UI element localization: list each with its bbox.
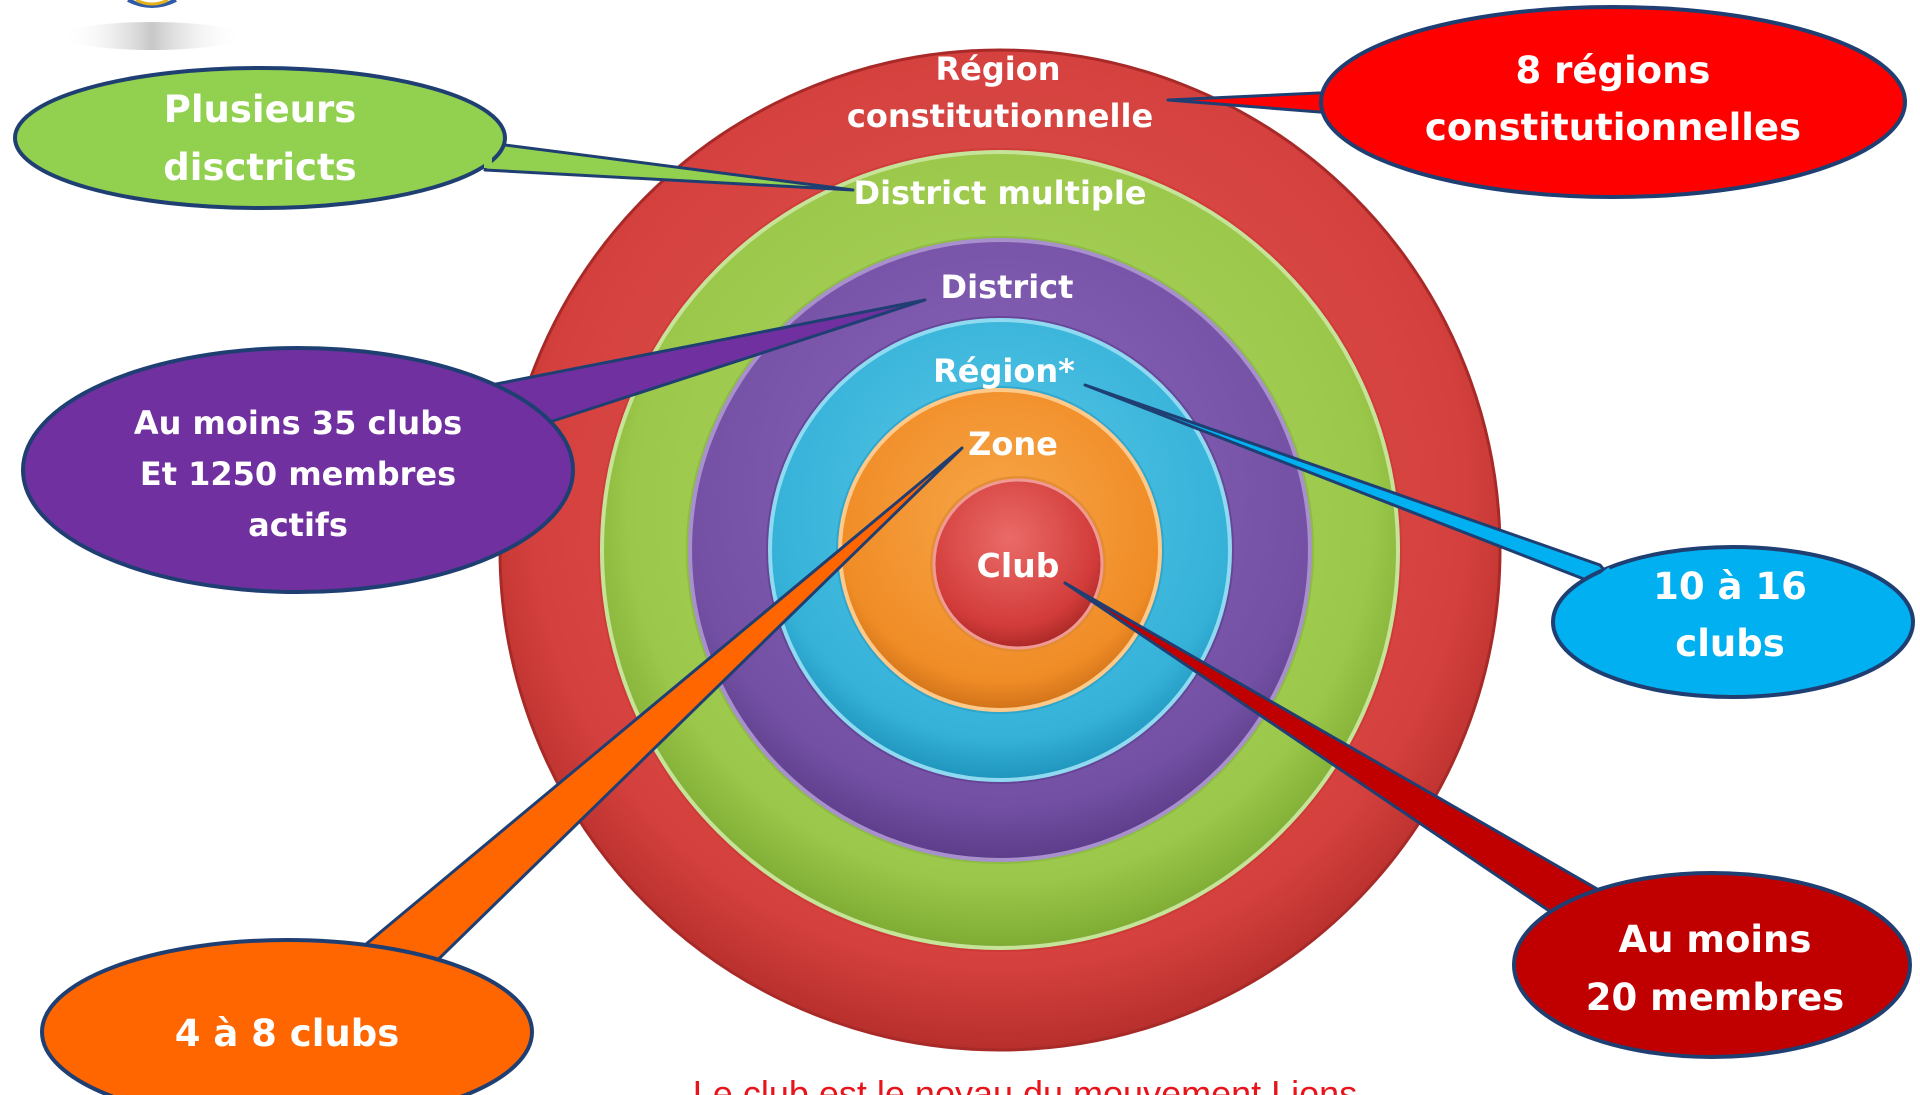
ring-label-district: District [941,268,1074,306]
callout-regions-line2: constitutionnelles [1425,106,1801,149]
callout-regions-constitutionnelles: 8 régions constitutionnelles [1166,5,1907,199]
callout-plusieurs-line2: disctricts [163,146,356,189]
callout-zone-line1: 4 à 8 clubs [175,1012,400,1055]
callout-district-minimum: Au moins 35 clubs Et 1250 membres actifs [21,298,927,594]
callout-region-clubs: 10 à 16 clubs [1083,383,1915,699]
callout-club-line1: Au moins [1619,918,1812,961]
logo-remnant [62,0,242,50]
callout-district-line1: Au moins 35 clubs [134,404,462,442]
callout-region-line1: 10 à 16 [1653,565,1807,608]
callout-club-minimum: Au moins 20 membres [1063,581,1912,1059]
ring-club [930,476,1106,652]
callout-club-line2: 20 membres [1586,976,1844,1019]
ring-label-region-constitutionnelle-2: constitutionnelle [847,97,1153,135]
callout-zone-clubs: 4 à 8 clubs [40,446,964,1095]
ring-label-region: Région* [933,352,1075,390]
callout-plusieurs-line1: Plusieurs [164,88,357,131]
callout-regions-line1: 8 régions [1516,49,1711,92]
ring-label-district-multiple: District multiple [854,174,1147,212]
callout-plusieurs-districts: Plusieurs disctricts [13,66,855,210]
ring-label-region-constitutionnelle-1: Région [936,50,1061,88]
callout-region-line2: clubs [1675,622,1784,665]
callout-district-line2: Et 1250 membres [140,455,456,493]
diagram-caption: Le club est le noyau du mouvement Lions [693,1073,1357,1095]
ring-label-club: Club [977,546,1060,585]
ring-label-zone: Zone [968,425,1058,463]
callout-district-line3: actifs [248,506,348,544]
